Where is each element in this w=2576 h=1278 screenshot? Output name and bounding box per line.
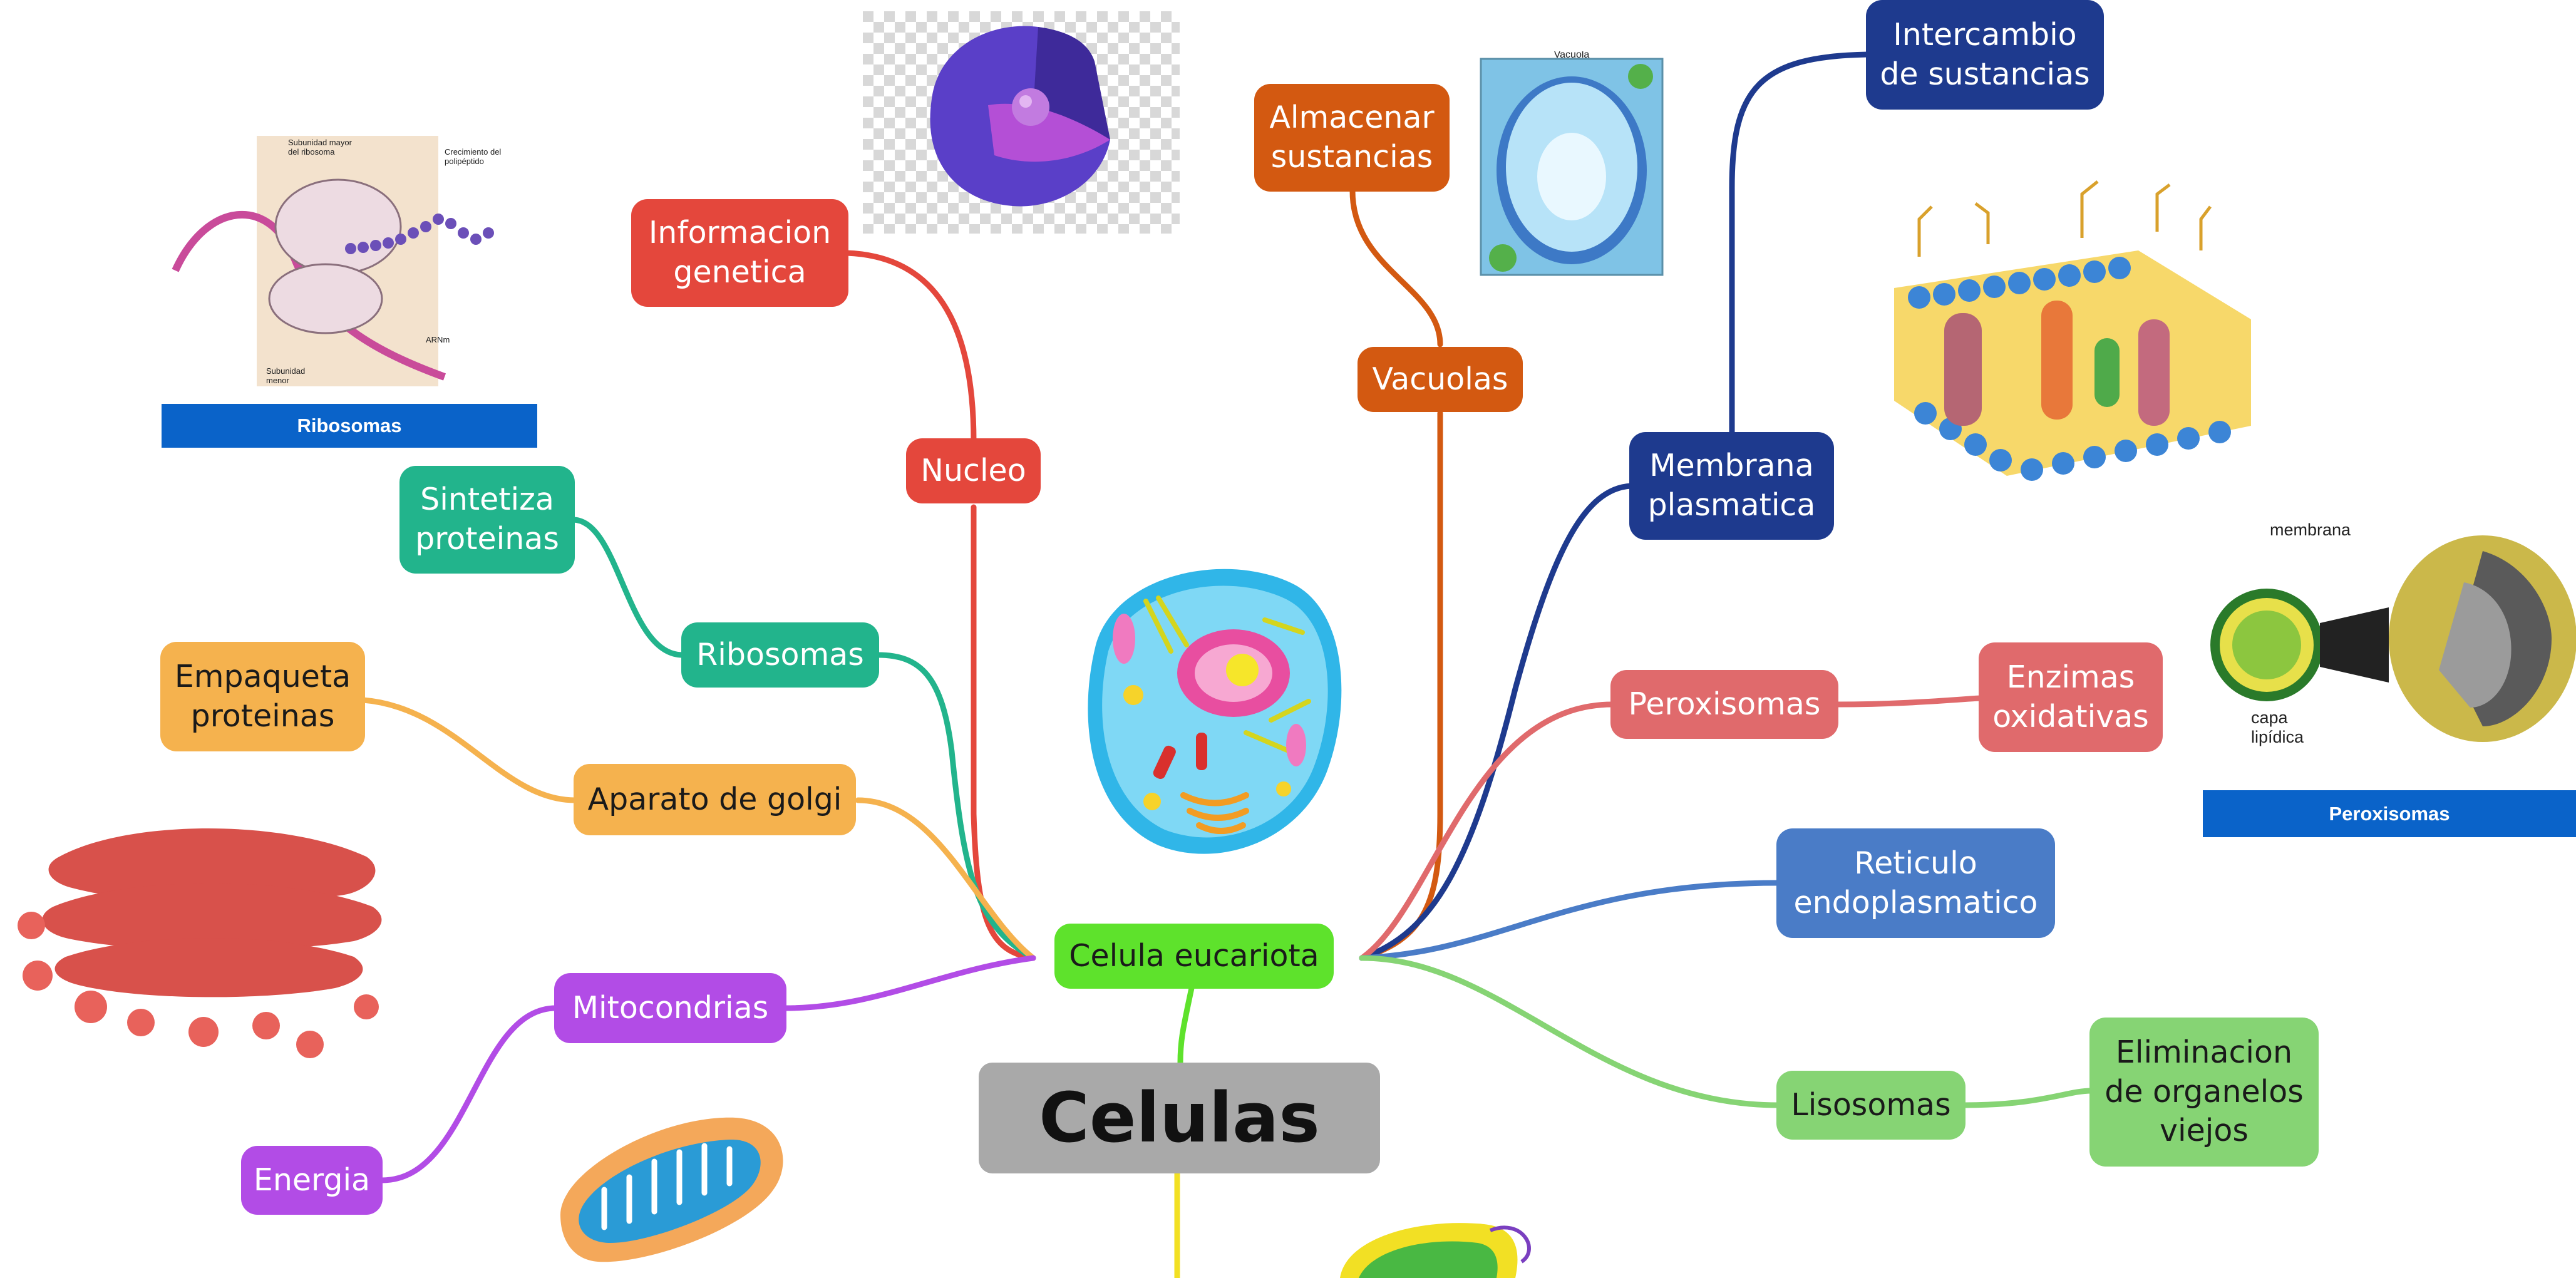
- cell-image: [1058, 545, 1352, 877]
- link-lisosomas-detail: [1960, 1088, 2094, 1108]
- link-vacuolas-detail: [1349, 188, 1443, 348]
- vacuole-image: Vacuola: [1478, 51, 1666, 277]
- branch-vacuolas[interactable]: Vacuolas: [1358, 347, 1523, 412]
- link-central: [1177, 985, 1195, 1066]
- link-membrana: [1359, 483, 1634, 961]
- link-mitocondrias: [782, 955, 1036, 1011]
- detail-golgi[interactable]: Empaqueta proteinas: [160, 642, 365, 751]
- bacteria-image: [1334, 1212, 1534, 1278]
- detail-lisosomas[interactable]: Eliminacion de organelos viejos: [2089, 1018, 2319, 1167]
- detail-vacuolas[interactable]: Almacenar sustancias: [1254, 84, 1450, 192]
- detail-peroxisomas[interactable]: Enzimas oxidativas: [1979, 642, 2163, 752]
- detail-mitocondrias[interactable]: Energia: [241, 1146, 383, 1215]
- mitochondria-image: [535, 1102, 798, 1278]
- link-vacuolas: [1359, 410, 1443, 961]
- link-ribosomas: [875, 652, 1036, 961]
- branch-membrana-plasmatica[interactable]: Membrana plasmatica: [1629, 432, 1834, 540]
- link-nucleo-detail: [843, 250, 977, 445]
- svg-text:membrana: membrana: [2270, 520, 2351, 539]
- detail-membrana[interactable]: Intercambio de sustancias: [1866, 0, 2104, 110]
- branch-mitocondrias[interactable]: Mitocondrias: [554, 973, 786, 1043]
- link-lisosomas: [1359, 955, 1781, 1108]
- branch-aparato-de-golgi[interactable]: Aparato de golgi: [574, 764, 856, 835]
- branch-peroxisomas[interactable]: Peroxisomas: [1610, 670, 1838, 739]
- membrane-image: [1875, 175, 2264, 535]
- branch-nucleo[interactable]: Nucleo: [906, 438, 1041, 503]
- branch-reticulo-endoplasmatico[interactable]: Reticulo endoplasmatico: [1776, 828, 2055, 938]
- link-peroxisomas-detail: [1833, 695, 1984, 708]
- link-nucleo: [971, 504, 1036, 961]
- detail-ribosomas[interactable]: Sintetiza proteinas: [399, 466, 575, 574]
- golgi-image: [16, 800, 399, 1058]
- link-membrana-detail: [1729, 51, 1871, 437]
- link-mitocondrias-detail: [379, 1005, 559, 1183]
- link-reticulo: [1359, 880, 1781, 961]
- ribosomas-image-caption: Ribosomas: [162, 404, 537, 448]
- nucleus-image: [863, 11, 1180, 234]
- svg-text:Vacuola: Vacuola: [1554, 51, 1590, 60]
- link-peroxisomas: [1359, 701, 1615, 961]
- link-golgi-detail: [360, 697, 578, 803]
- branch-ribosomas[interactable]: Ribosomas: [681, 622, 879, 688]
- svg-text:ARNm: ARNm: [426, 335, 450, 344]
- detail-nucleo[interactable]: Informacion genetica: [631, 199, 848, 307]
- peroxisomas-image-caption: Peroxisomas: [2203, 790, 2576, 837]
- link-golgi: [855, 797, 1036, 961]
- link-ribosomas-detail: [570, 517, 686, 658]
- main-node-celula-eucariota[interactable]: Celula eucariota: [1054, 924, 1334, 989]
- central-topic[interactable]: Celulas: [979, 1063, 1380, 1173]
- branch-lisosomas[interactable]: Lisosomas: [1776, 1071, 1965, 1140]
